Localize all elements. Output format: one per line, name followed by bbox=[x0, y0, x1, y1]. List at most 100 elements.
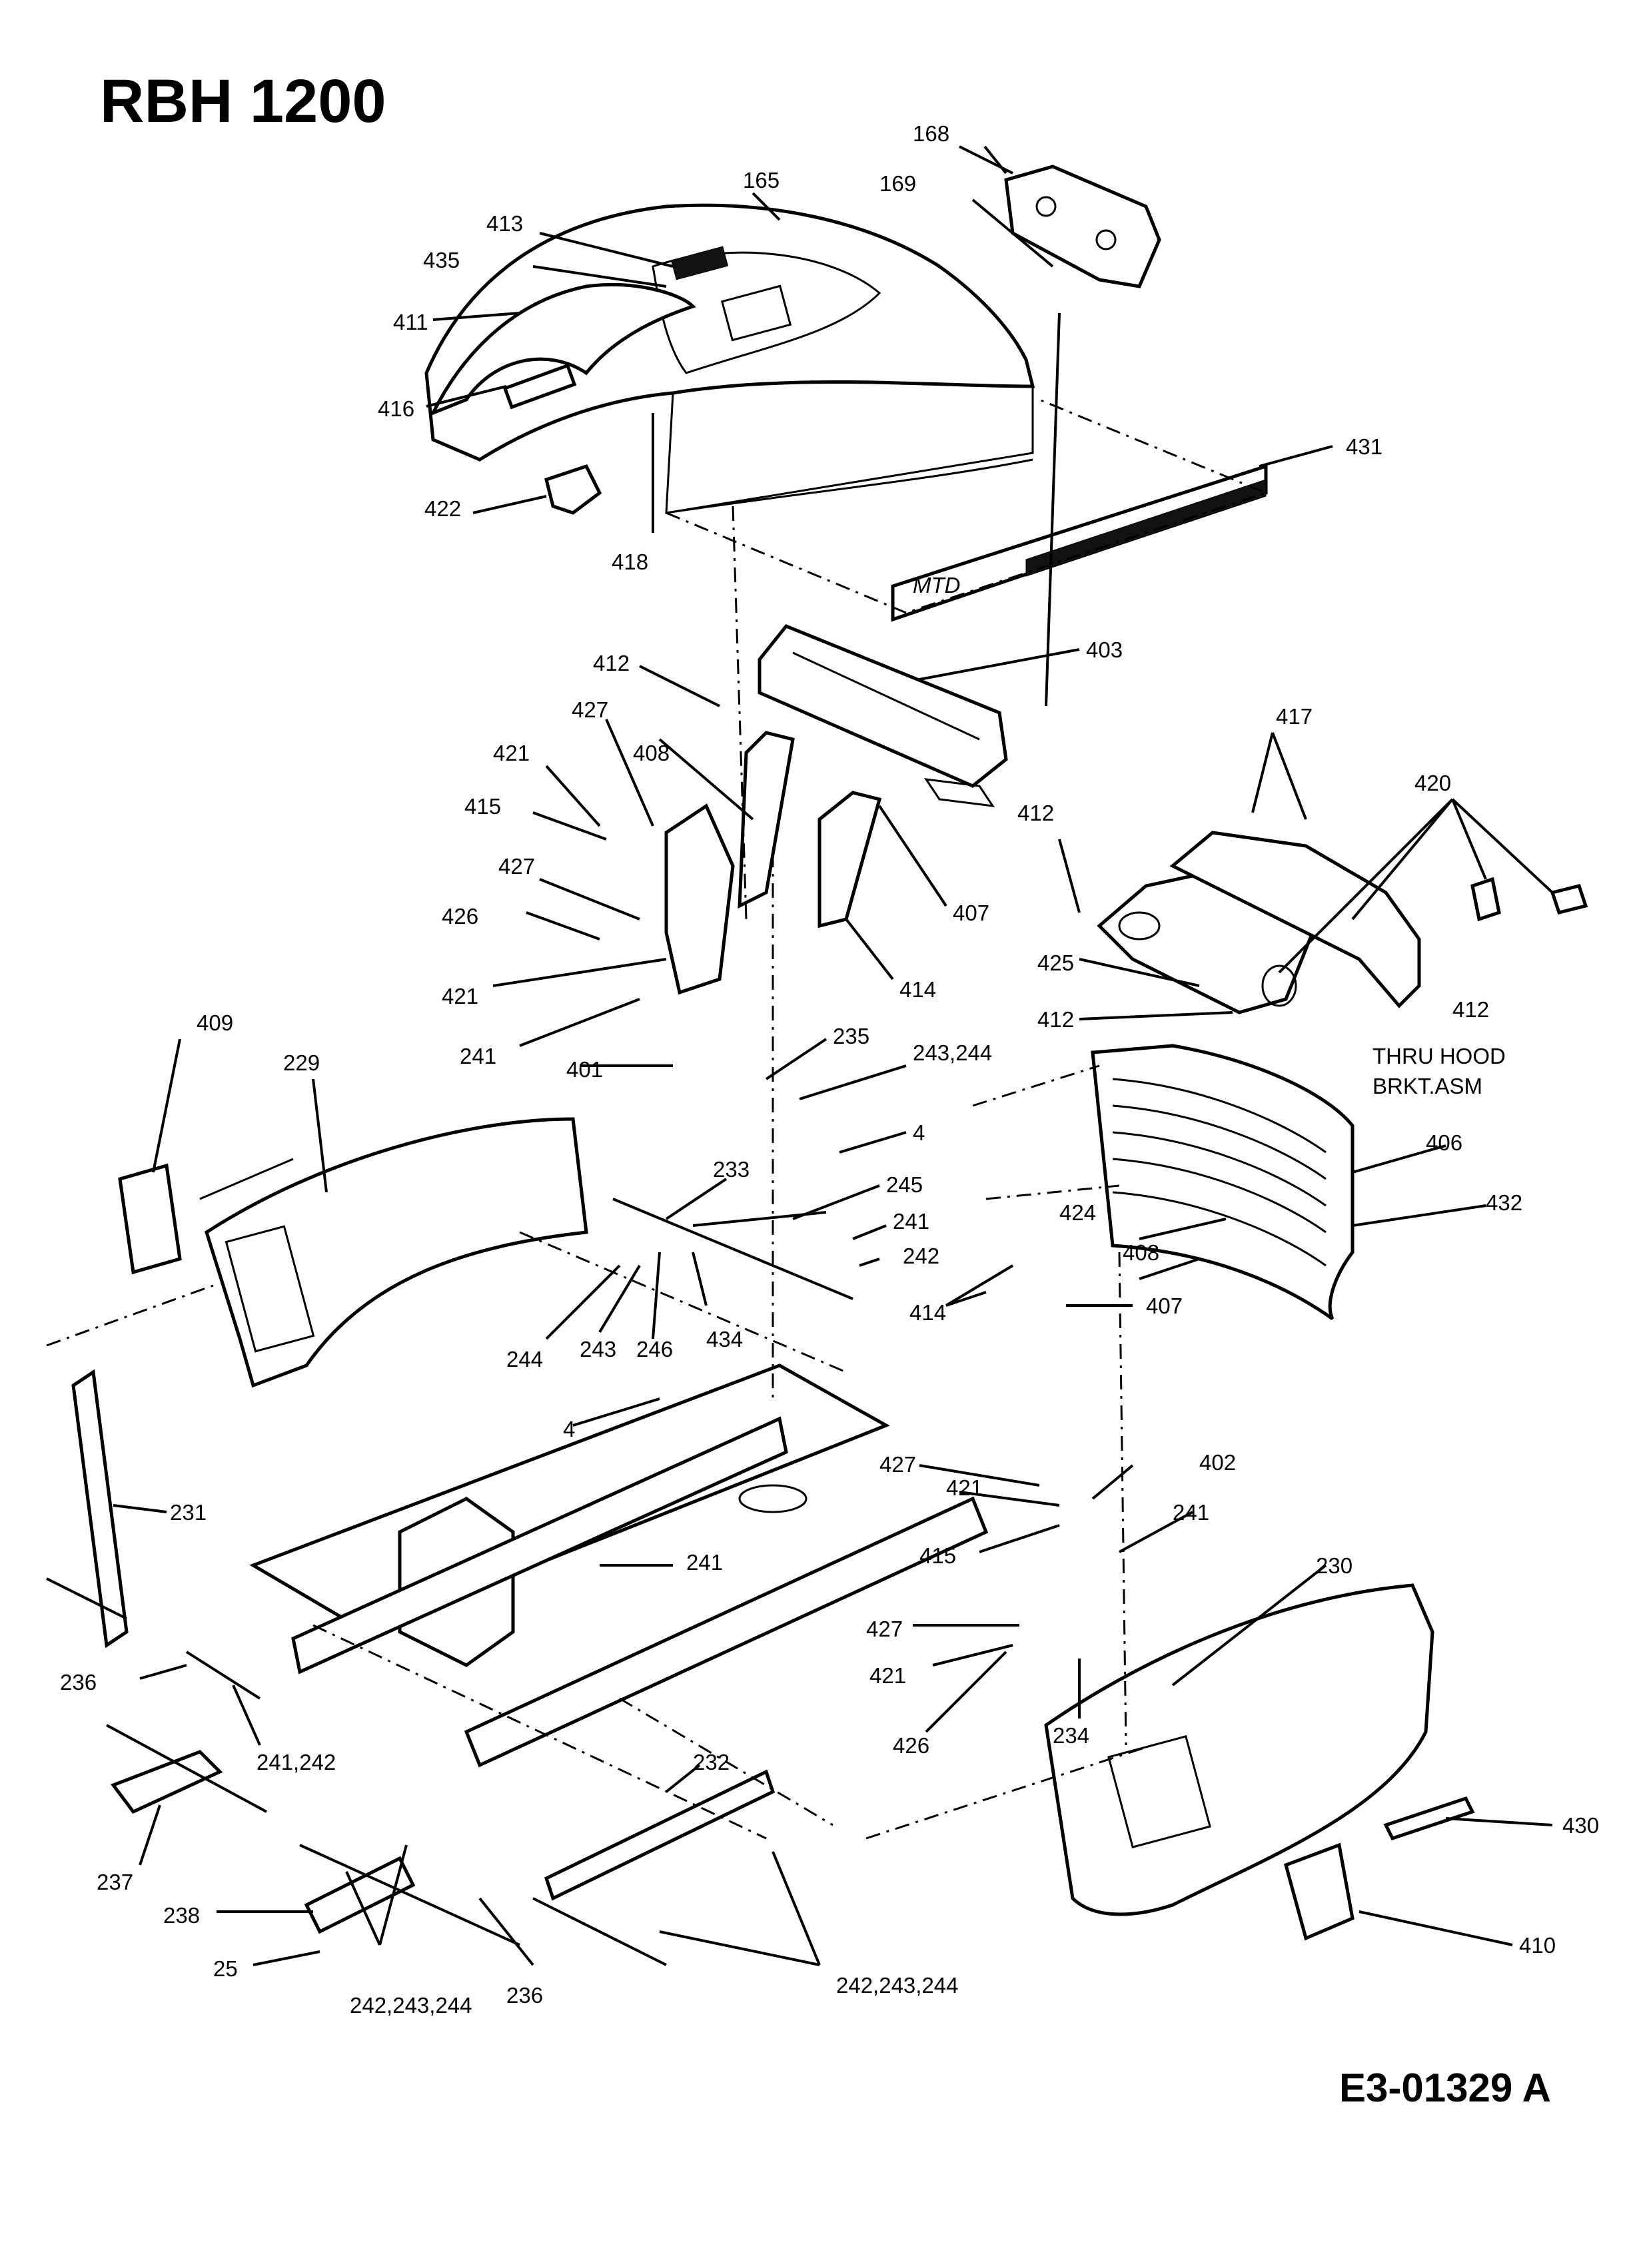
callout-169: 169 bbox=[879, 171, 916, 196]
callout-427-top: 427 bbox=[572, 697, 608, 722]
lower-side-plate-part bbox=[1283, 1842, 1355, 1941]
callout-426-top: 426 bbox=[442, 904, 478, 929]
callout-243-244-top: 243,244 bbox=[913, 1040, 992, 1065]
latch-part bbox=[544, 464, 602, 515]
frame-part bbox=[249, 1363, 989, 1768]
callout-414-top: 414 bbox=[899, 977, 936, 1002]
callout-435: 435 bbox=[423, 248, 460, 272]
callout-412-right-top: 412 bbox=[1017, 801, 1054, 825]
callout-408-left: 408 bbox=[633, 741, 670, 765]
callout-410: 410 bbox=[1519, 1933, 1556, 1958]
callout-414-right: 414 bbox=[909, 1300, 946, 1325]
callout-244: 244 bbox=[506, 1347, 543, 1371]
hood-bracket-part bbox=[758, 623, 1008, 807]
callout-427-mid: 427 bbox=[498, 854, 535, 879]
callout-245: 245 bbox=[886, 1172, 923, 1197]
callout-413: 413 bbox=[486, 211, 523, 236]
callout-432: 432 bbox=[1486, 1190, 1522, 1215]
callout-430: 430 bbox=[1562, 1813, 1599, 1838]
callout-242-center: 242 bbox=[903, 1244, 939, 1268]
callout-labels: 168 169 165 413 435 411 416 422 418 431 … bbox=[60, 121, 1599, 2018]
side-plate-part bbox=[118, 1163, 182, 1275]
pad-part bbox=[502, 363, 577, 410]
right-side-panel-part bbox=[1044, 1583, 1434, 1916]
trim-strip-part bbox=[1383, 1796, 1475, 1841]
callout-421-mid: 421 bbox=[442, 984, 478, 1008]
callout-233: 233 bbox=[713, 1157, 750, 1182]
callout-412-right-mid: 412 bbox=[1037, 1007, 1074, 1032]
callout-418: 418 bbox=[612, 550, 648, 574]
callout-424: 424 bbox=[1059, 1200, 1096, 1225]
callout-238: 238 bbox=[163, 1903, 200, 1928]
callout-243: 243 bbox=[580, 1337, 616, 1361]
rear-plate-part bbox=[304, 1856, 416, 1934]
leader-lines bbox=[113, 145, 1554, 1966]
hood-part bbox=[424, 203, 1035, 514]
callout-426-right: 426 bbox=[893, 1733, 929, 1758]
callout-236-bottom: 236 bbox=[506, 1983, 543, 2008]
callout-427-right-top: 427 bbox=[879, 1452, 916, 1477]
callout-234: 234 bbox=[1053, 1723, 1089, 1748]
callout-242-243-244-left: 242,243,244 bbox=[350, 1993, 472, 2018]
callout-242-243-244-right: 242,243,244 bbox=[836, 1973, 959, 1998]
callout-241-top: 241 bbox=[460, 1044, 496, 1068]
callout-421-right-top: 421 bbox=[946, 1475, 983, 1500]
callout-422: 422 bbox=[424, 496, 461, 521]
drawing-code: E3-01329 A bbox=[1339, 2066, 1551, 2110]
callout-416: 416 bbox=[378, 396, 414, 421]
left-hood-bracket-part bbox=[664, 731, 882, 995]
callout-425: 425 bbox=[1037, 950, 1074, 975]
left-rear-bracket-part bbox=[71, 1369, 129, 1649]
callout-401: 401 bbox=[566, 1057, 603, 1082]
headlight-assembly-part bbox=[1097, 831, 1588, 1014]
callout-412-right: 412 bbox=[1452, 997, 1489, 1022]
callout-420: 420 bbox=[1414, 771, 1451, 795]
callout-417: 417 bbox=[1276, 704, 1313, 729]
callout-241-242: 241,242 bbox=[257, 1750, 336, 1774]
callout-237: 237 bbox=[97, 1870, 133, 1894]
note-line-1: THRU HOOD bbox=[1372, 1044, 1506, 1068]
drawing-title: RBH 1200 bbox=[100, 67, 386, 135]
callout-408-right: 408 bbox=[1123, 1240, 1159, 1265]
callout-406: 406 bbox=[1426, 1130, 1462, 1155]
callout-411: 411 bbox=[393, 310, 428, 334]
callout-402: 402 bbox=[1199, 1450, 1236, 1475]
callout-241-right: 241 bbox=[1173, 1500, 1209, 1525]
callout-434: 434 bbox=[706, 1327, 743, 1351]
left-side-panel-part bbox=[199, 1117, 588, 1388]
callout-407-top: 407 bbox=[953, 901, 989, 925]
callout-415-right: 415 bbox=[919, 1543, 956, 1568]
callout-241-frame: 241 bbox=[686, 1550, 723, 1575]
callout-165: 165 bbox=[743, 168, 780, 192]
callout-412-top: 412 bbox=[593, 651, 630, 675]
callout-25: 25 bbox=[213, 1956, 238, 1981]
callout-235: 235 bbox=[833, 1024, 869, 1048]
callout-409: 409 bbox=[197, 1010, 233, 1035]
callout-427-right-low: 427 bbox=[866, 1617, 903, 1641]
note-line-2: BRKT.ASM bbox=[1372, 1074, 1482, 1098]
rear-brace-part bbox=[544, 1769, 776, 1901]
callout-232: 232 bbox=[693, 1750, 730, 1774]
hood-insert-part bbox=[429, 282, 696, 416]
callout-236-left: 236 bbox=[60, 1670, 97, 1695]
callout-230: 230 bbox=[1316, 1553, 1353, 1578]
callout-421-top: 421 bbox=[493, 741, 530, 765]
hood-decal-part: MTD bbox=[891, 464, 1268, 622]
callout-168: 168 bbox=[913, 121, 949, 146]
callout-4-lower: 4 bbox=[563, 1417, 575, 1441]
callout-246: 246 bbox=[636, 1337, 673, 1361]
lower-bracket-part bbox=[111, 1750, 223, 1814]
callout-231: 231 bbox=[170, 1500, 207, 1525]
grille-part bbox=[1091, 1044, 1355, 1321]
callout-431: 431 bbox=[1346, 434, 1382, 459]
decal-text: MTD bbox=[913, 573, 960, 597]
callout-4-top: 4 bbox=[913, 1120, 925, 1145]
callout-421-right-low: 421 bbox=[869, 1663, 906, 1688]
callout-229: 229 bbox=[283, 1050, 320, 1075]
callout-403: 403 bbox=[1086, 637, 1123, 662]
callout-415-left: 415 bbox=[464, 794, 501, 819]
callout-407-right: 407 bbox=[1146, 1294, 1183, 1318]
callout-241-center: 241 bbox=[893, 1209, 929, 1234]
light-plate-part bbox=[1004, 165, 1161, 288]
